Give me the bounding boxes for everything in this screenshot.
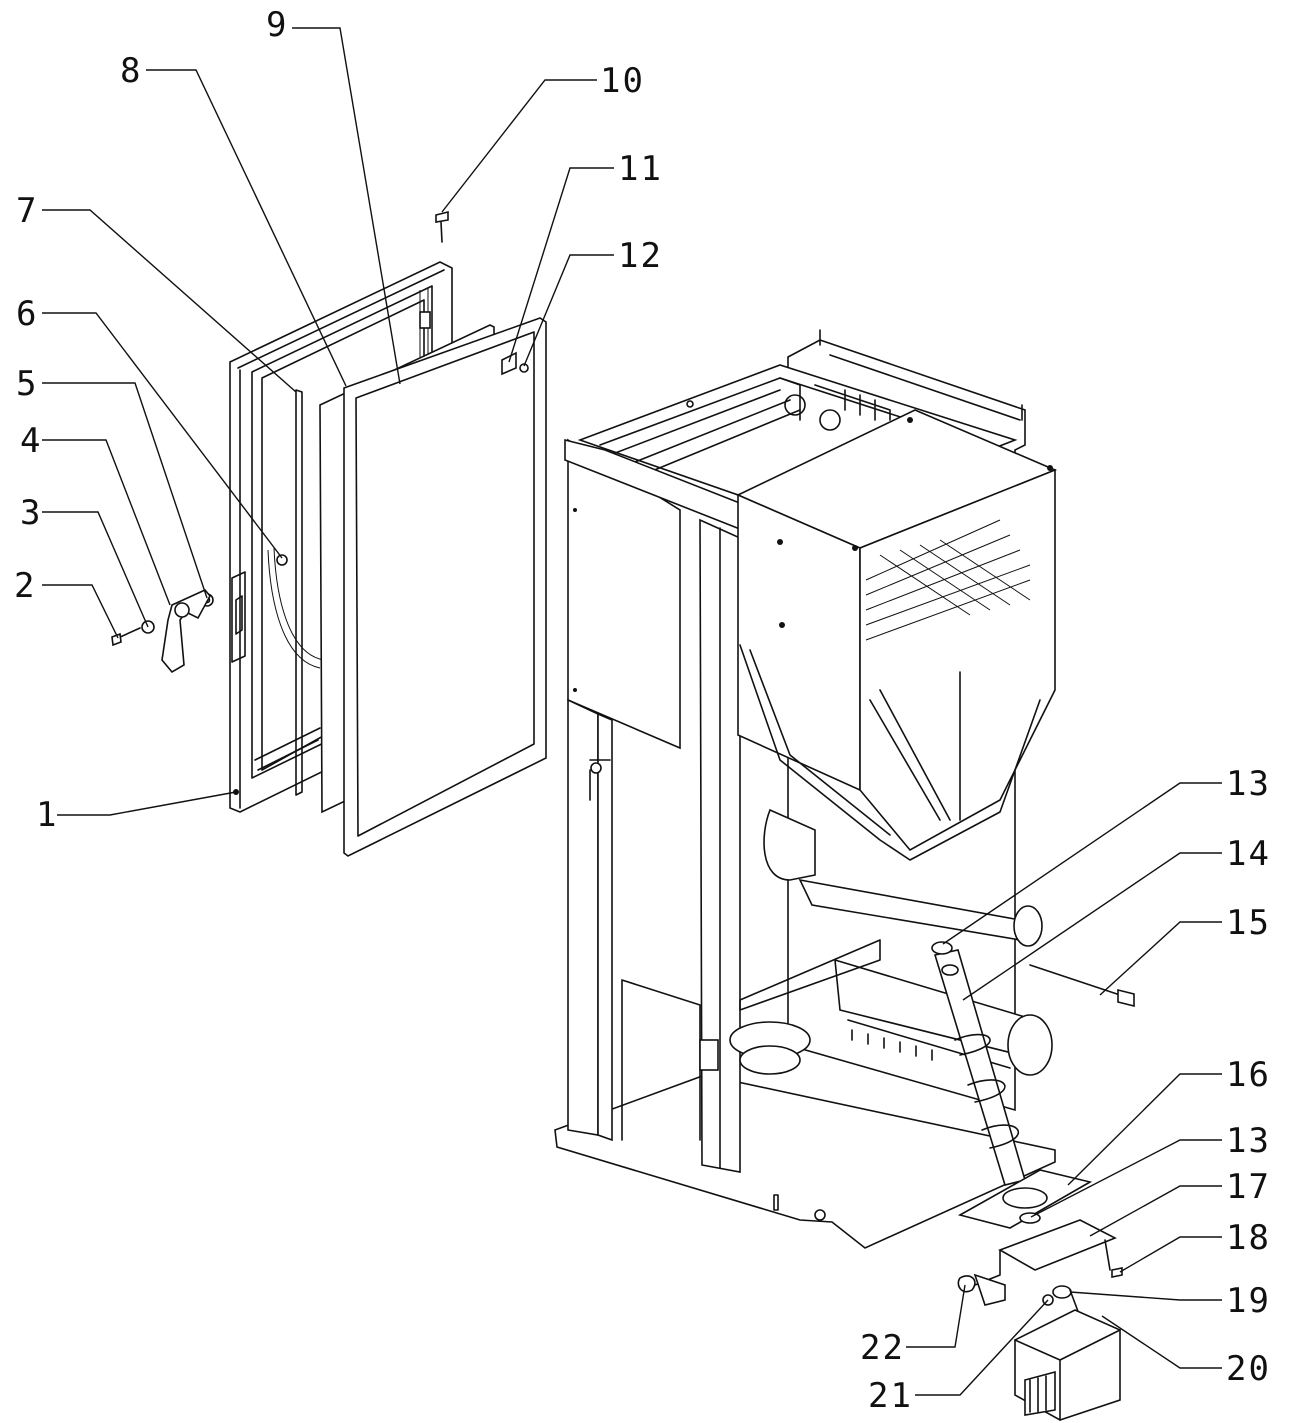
callout-11: 11 [618,149,663,189]
callout-10: 10 [600,61,645,101]
callout-6: 6 [16,294,38,334]
callout-16: 16 [1226,1055,1271,1095]
auger-assembly [931,941,1135,1421]
callout-21: 21 [868,1376,913,1416]
callout-19: 19 [1226,1281,1271,1321]
callout-18: 18 [1226,1218,1271,1258]
callout-1: 1 [36,795,58,835]
stove-body [554,329,1058,1249]
callout-17: 17 [1226,1167,1271,1207]
callout-5: 5 [16,364,38,404]
callout-15: 15 [1226,903,1271,943]
callout-20: 20 [1226,1349,1271,1389]
callout-3: 3 [20,493,42,533]
door-assembly [111,210,547,857]
callout-13-bottom: 13 [1226,1121,1271,1161]
callout-22: 22 [860,1328,905,1368]
callout-7: 7 [16,191,38,231]
callout-8: 8 [120,51,142,91]
callout-14: 14 [1226,834,1271,874]
callout-12: 12 [618,236,663,276]
callout-2: 2 [14,566,36,606]
callout-9: 9 [266,5,288,45]
leader-lines [42,27,1222,1396]
callout-13-top: 13 [1226,764,1271,804]
callout-4: 4 [20,421,42,461]
callout-labels: 1 2 3 4 5 6 7 8 9 10 11 12 13 14 15 16 1… [14,5,1271,1416]
